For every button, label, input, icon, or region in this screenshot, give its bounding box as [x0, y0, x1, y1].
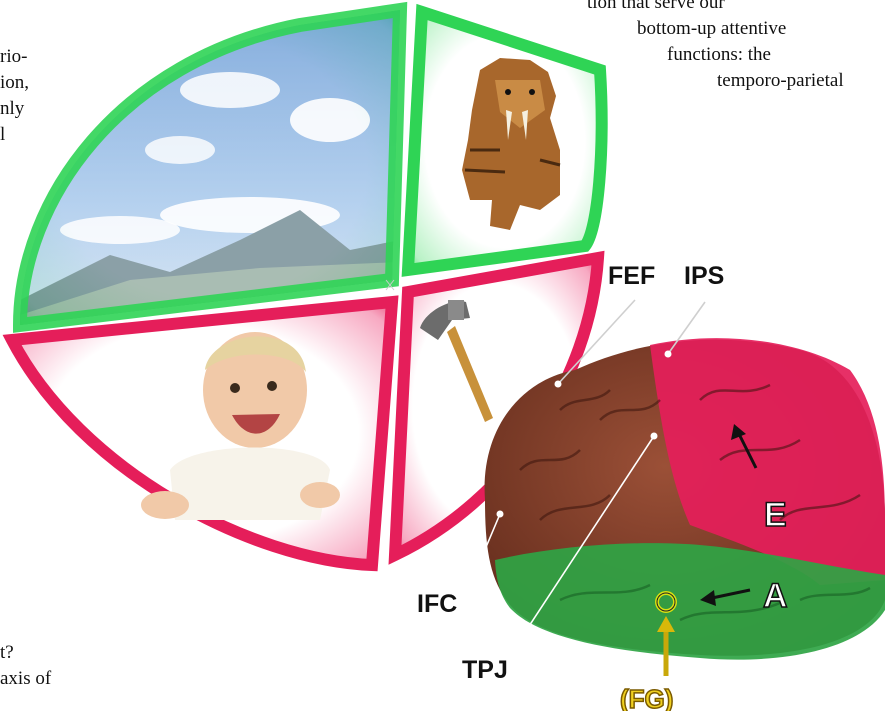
ifc-point — [497, 511, 504, 518]
label-ips: IPS — [684, 262, 724, 290]
label-ifc: IFC — [417, 590, 457, 618]
tpj-point — [651, 433, 658, 440]
label-tpj: TPJ — [462, 656, 508, 684]
fef-point — [555, 381, 562, 388]
label-e: E — [764, 496, 787, 534]
label-a: A — [763, 577, 788, 615]
quadrant-bottom-left — [12, 302, 392, 565]
quadrant-top-left — [0, 0, 420, 340]
ips-point — [665, 351, 672, 358]
label-fg: (FG) — [620, 684, 673, 711]
quadrant-top-right — [408, 12, 602, 270]
label-fef: FEF — [608, 262, 655, 290]
